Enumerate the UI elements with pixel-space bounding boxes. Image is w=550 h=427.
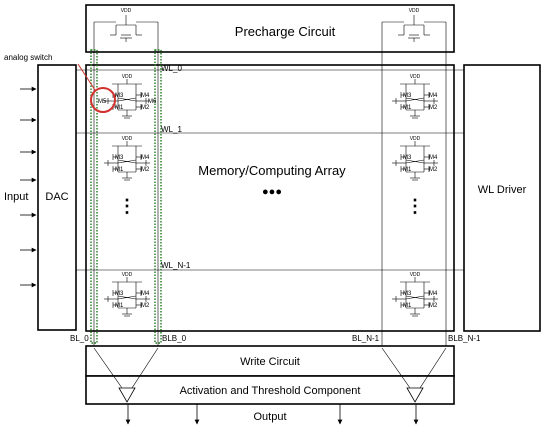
- wordline-label-1: WL_1: [161, 125, 182, 134]
- svg-text:M2: M2: [141, 105, 150, 111]
- svg-text:VDD: VDD: [122, 272, 133, 278]
- svg-text:M3: M3: [115, 291, 124, 297]
- horizontal-ellipsis: ●●●: [262, 186, 282, 198]
- svg-text:M2: M2: [429, 105, 438, 111]
- vertical-ellipsis-0: ⋮: [118, 196, 136, 216]
- svg-text:M4: M4: [141, 291, 150, 297]
- wl-driver-block: [463, 64, 541, 332]
- vdd-label: VDD: [409, 8, 420, 14]
- svg-text:M4: M4: [429, 93, 438, 99]
- bitline-label-bln: BL_N-1: [352, 334, 380, 343]
- svg-text:M1: M1: [403, 303, 412, 309]
- svg-text:M2: M2: [141, 303, 150, 309]
- activation-label: Activation and Threshold Component: [180, 385, 361, 397]
- svg-text:M3: M3: [403, 93, 412, 99]
- vertical-ellipsis-n: ⋮: [406, 196, 424, 216]
- svg-text:M3: M3: [115, 155, 124, 161]
- svg-text:VDD: VDD: [122, 74, 133, 80]
- wordline-label-0: WL_0: [161, 64, 182, 73]
- svg-text:M4: M4: [429, 155, 438, 161]
- svg-text:M4: M4: [141, 93, 150, 99]
- sense-amplifier-0: [93, 347, 159, 403]
- svg-text:M3: M3: [403, 291, 412, 297]
- svg-text:VDD: VDD: [122, 136, 133, 142]
- wordlines: [76, 69, 540, 271]
- precharge-label: Precharge Circuit: [235, 24, 336, 39]
- cell-vdd-labels: VDD VDD VDD VDD VDD VDD: [122, 74, 421, 278]
- highlighted-bitline-column: [90, 49, 162, 344]
- input-arrows: [20, 86, 37, 288]
- analog-switch-highlight: [90, 87, 116, 113]
- svg-text:VDD: VDD: [410, 136, 421, 142]
- bitline-label-blb0: BLB_0: [162, 334, 187, 343]
- bitline-label-blbn: BLB_N-1: [448, 334, 481, 343]
- svg-text:M5: M5: [98, 99, 107, 105]
- dac-label: DAC: [45, 191, 68, 203]
- wl-driver-label: WL Driver: [478, 184, 527, 196]
- svg-text:M1: M1: [115, 167, 124, 173]
- analog-switch-pointer: [77, 63, 96, 91]
- svg-text:M3: M3: [403, 155, 412, 161]
- analog-switch-label: analog switch: [4, 53, 52, 62]
- svg-text:M2: M2: [141, 167, 150, 173]
- write-circuit-label: Write Circuit: [240, 356, 300, 368]
- svg-text:M1: M1: [115, 303, 124, 309]
- dac-block: [37, 64, 77, 331]
- svg-text:M4: M4: [429, 291, 438, 297]
- vdd-label: VDD: [121, 8, 132, 14]
- output-label: Output: [253, 411, 286, 423]
- svg-text:M4: M4: [141, 155, 150, 161]
- svg-text:M1: M1: [115, 105, 124, 111]
- svg-text:VDD: VDD: [410, 272, 421, 278]
- transistor-labels: M3 M4 M1 M2 M5 M6 M3 M4 M1 M2 M3 M4 M1 M…: [98, 93, 438, 309]
- bitlines: [93, 21, 447, 348]
- svg-text:M2: M2: [429, 303, 438, 309]
- precharge-transistor-n: VDD: [397, 8, 431, 43]
- activation-block: [85, 375, 455, 405]
- svg-text:M1: M1: [403, 167, 412, 173]
- svg-text:M6: M6: [148, 99, 157, 105]
- wordline-label-n: WL_N-1: [161, 261, 191, 270]
- precharge-transistor-0: VDD: [109, 8, 143, 43]
- sense-amplifier-n: [381, 347, 447, 403]
- svg-text:M3: M3: [115, 93, 124, 99]
- array-label: Memory/Computing Array: [198, 163, 346, 178]
- precharge-block: [85, 4, 455, 53]
- write-circuit-block: [85, 345, 455, 377]
- svg-text:VDD: VDD: [410, 74, 421, 80]
- svg-text:M1: M1: [403, 105, 412, 111]
- input-label: Input: [4, 191, 28, 203]
- bitline-label-bl0: BL_0: [70, 334, 89, 343]
- output-arrows: [125, 404, 419, 425]
- svg-text:M2: M2: [429, 167, 438, 173]
- memory-array-block: [85, 64, 455, 332]
